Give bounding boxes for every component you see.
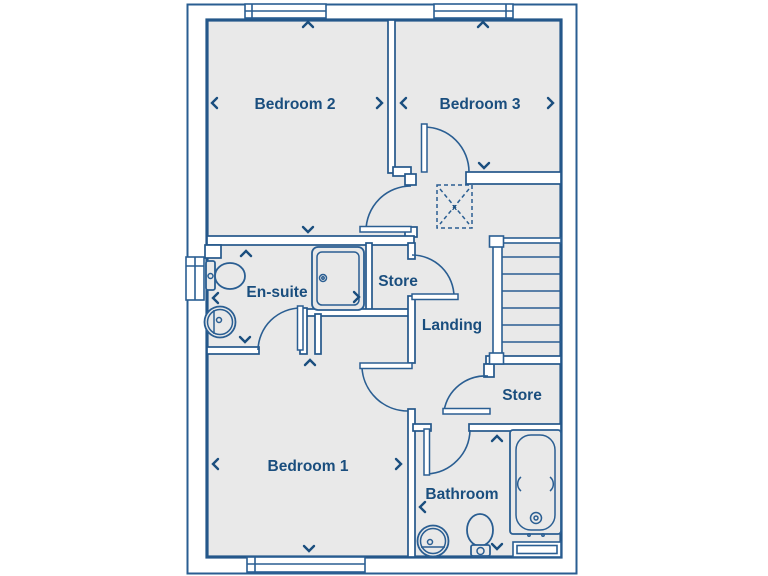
arrow-left-icon: [399, 96, 408, 110]
room-label-landing: Landing: [422, 317, 482, 334]
arrow-down-icon: [238, 335, 252, 344]
wall-jamb-store2-door: [483, 363, 495, 378]
wall-pier-east: [314, 313, 322, 355]
door-store-middle: [411, 254, 459, 301]
room-label-en-suite: En-suite: [246, 284, 308, 301]
door-swing-arc: [426, 429, 471, 475]
window-ensuite: [185, 256, 205, 301]
wall-bedroom1-bathroom-divider: [407, 408, 416, 558]
door-bedroom1: [359, 362, 413, 412]
arrow-right-icon: [375, 96, 384, 110]
door-leaf: [423, 428, 431, 476]
wall-bedroom2-bedroom3: [387, 19, 396, 174]
arrow-left-icon: [418, 500, 427, 514]
door-swing-arc: [411, 254, 455, 298]
doors: [257, 123, 491, 476]
arrow-left-icon: [211, 457, 220, 471]
window-bedroom2: [244, 3, 327, 19]
door-bedroom2: [359, 185, 412, 233]
room-label-bedroom-3: Bedroom 3: [440, 96, 521, 113]
room-label-bathroom: Bathroom: [425, 486, 498, 503]
arrow-down-icon: [477, 161, 491, 170]
door-swing-arc: [443, 375, 489, 412]
room-label-bedroom-1: Bedroom 1: [268, 458, 349, 475]
door-leaf: [359, 362, 413, 370]
arrow-down-icon: [301, 225, 315, 234]
door-leaf: [420, 123, 428, 173]
bath-icon: [509, 429, 562, 537]
bathroom-toilet-icon: [466, 513, 494, 557]
window-bedroom3: [433, 3, 514, 19]
arrow-up-icon: [239, 249, 253, 258]
loft-hatch-icon: x: [436, 184, 473, 229]
room-label-store-middle: Store: [378, 273, 418, 290]
stairs: [488, 235, 562, 365]
arrow-right-icon: [394, 457, 403, 471]
stairs-handrail: [492, 242, 503, 358]
stairs-top-edge: [501, 237, 562, 244]
door-swing-arc: [365, 185, 412, 232]
windows: [185, 3, 562, 573]
door-swing-arc: [257, 307, 302, 351]
ensuite-toilet-icon: [205, 260, 246, 291]
ensuite-basin-icon: [203, 305, 237, 339]
door-store-under-stairs: [442, 375, 491, 415]
loft-hatch-marker: x: [452, 202, 457, 212]
door-bathroom: [423, 428, 471, 476]
door-swing-arc: [423, 126, 470, 173]
room-label-bedroom-2: Bedroom 2: [255, 96, 336, 113]
room-labels: Bedroom 2 Bedroom 3 En-suite Store Landi…: [246, 96, 542, 503]
stairs-newel-top: [488, 235, 505, 248]
wall-landing-west-lower: [407, 295, 416, 364]
stairs-newel-bottom: [488, 352, 505, 365]
wall-stairs-bottom: [485, 355, 562, 365]
wall-jamb-bedroom2-door-top: [404, 173, 417, 186]
wall-duct-boxing: [204, 244, 222, 259]
window-bedroom1: [246, 556, 366, 573]
door-swing-arc: [361, 367, 409, 412]
arrow-right-icon: [546, 96, 555, 110]
arrow-left-icon: [211, 291, 220, 305]
arrow-left-icon: [210, 96, 219, 110]
door-leaf: [442, 407, 491, 415]
window-bathroom: [512, 541, 562, 558]
wall-ensuite-store-divider: [365, 242, 373, 312]
door-leaf: [411, 293, 459, 301]
arrow-right-icon: [352, 290, 361, 304]
door-bedroom3: [420, 123, 470, 173]
wall-landing-west-upper: [407, 242, 416, 260]
arrow-up-icon: [303, 358, 317, 367]
arrow-down-icon: [302, 544, 316, 553]
room-label-store-under-stairs: Store: [502, 387, 542, 404]
wall-bedroom3-south: [465, 171, 562, 185]
arrow-up-icon: [476, 20, 490, 29]
arrow-up-icon: [490, 434, 504, 443]
wall-ensuite-north: [206, 235, 415, 246]
door-leaf: [359, 225, 412, 233]
door-leaf: [296, 305, 304, 351]
wall-bathroom-north-stub: [412, 423, 432, 432]
bathroom-basin-icon: [416, 524, 450, 558]
wall-stub-bedroom3-door: [392, 166, 412, 177]
shower-icon: [311, 246, 365, 311]
arrow-down-icon: [490, 542, 504, 551]
dimension-arrows: [210, 20, 555, 553]
arrow-up-icon: [301, 20, 315, 29]
wall-ensuite-south: [206, 346, 260, 355]
door-ensuite: [257, 305, 304, 351]
